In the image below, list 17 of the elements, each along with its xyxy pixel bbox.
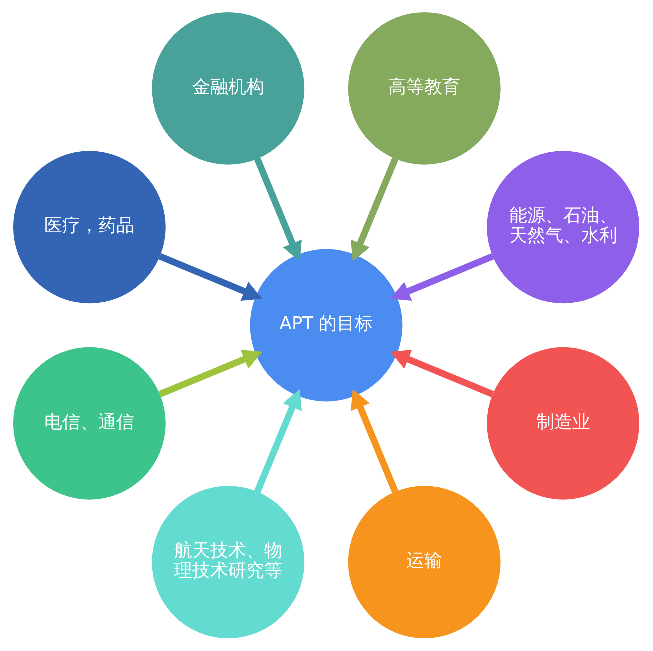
node-circle: 能源、石油、天然气、水利 [487, 151, 640, 304]
arrow [254, 389, 302, 494]
node-circle: 金融机构 [152, 12, 305, 165]
node-circle: 电信、通信 [13, 347, 166, 500]
arrow [390, 350, 494, 398]
arrow [158, 350, 263, 398]
arrow [390, 253, 494, 302]
arrow [254, 158, 302, 262]
arrow [350, 389, 399, 494]
node-circle: 高等教育 [348, 12, 501, 165]
arrow [158, 253, 263, 302]
node-circle: 运输 [348, 486, 501, 639]
node-circle: 制造业 [487, 347, 640, 500]
node-circle: APT 的目标 [250, 249, 403, 402]
arrow [350, 158, 399, 262]
node-circle: 航天技术、物理技术研究等 [152, 486, 305, 639]
node-circle: 医疗，药品 [13, 151, 166, 304]
